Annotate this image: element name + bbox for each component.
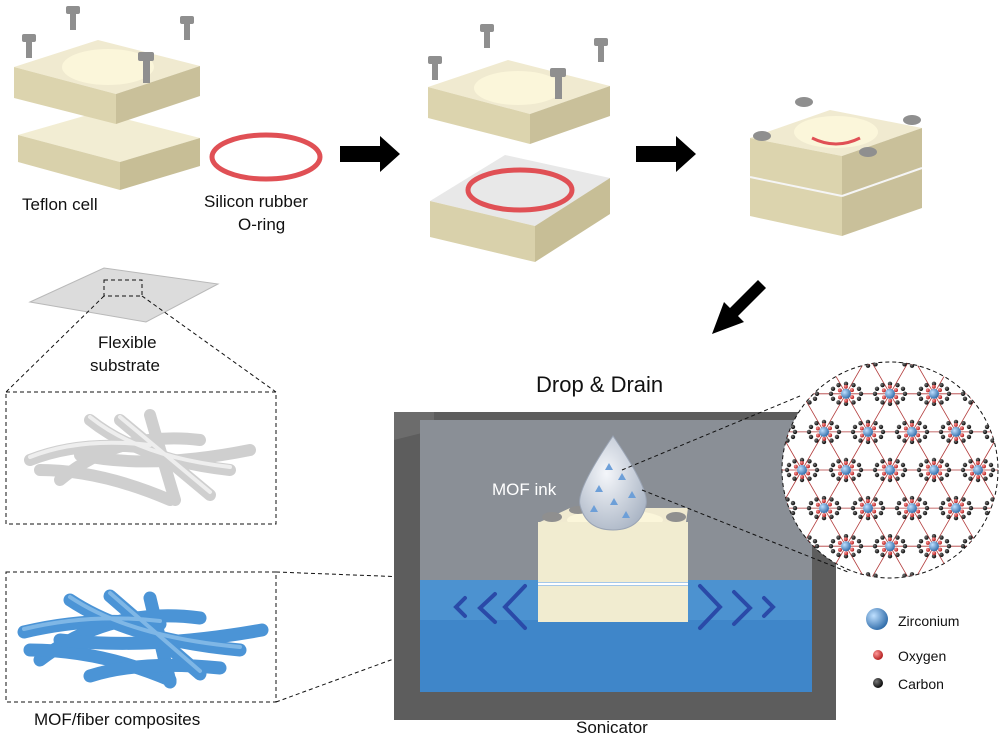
- flexible-label-line1: Flexible: [98, 333, 157, 352]
- drop-drain-title: Drop & Drain: [536, 372, 664, 397]
- legend-carbon-label: Carbon: [898, 676, 944, 692]
- submerged-teflon-cell: [538, 506, 688, 622]
- fiber-zoom-box: [5, 391, 277, 525]
- flexible-substrate: [5, 267, 277, 393]
- legend: [866, 608, 888, 688]
- oring-label-line1: Silicon rubber: [204, 192, 308, 211]
- legend-zirconium-label: Zirconium: [898, 613, 960, 629]
- process-arrow-3: [712, 280, 766, 334]
- flexible-label-line2: substrate: [90, 356, 160, 375]
- teflon-cell-label: Teflon cell: [22, 195, 98, 214]
- zoom-line-bottom: [641, 489, 849, 573]
- legend-oxygen-label: Oxygen: [898, 648, 947, 664]
- oxygen-legend-icon: [873, 650, 883, 660]
- composite-zoom-box: [5, 571, 583, 703]
- silicon-oring: [209, 132, 323, 182]
- composites-label: MOF/fiber composites: [34, 710, 201, 729]
- zirconium-legend-icon: [866, 608, 888, 630]
- process-arrow-2: [636, 136, 696, 172]
- oring-label-line2: O-ring: [238, 215, 286, 234]
- teflon-cell-exploded: [14, 6, 200, 190]
- teflon-cell-assembled: [749, 97, 923, 236]
- teflon-cell-assembly: [428, 24, 610, 262]
- ultrasound-waves: [453, 584, 776, 630]
- sonicator-label: Sonicator: [576, 718, 648, 737]
- mof-ink-label: MOF ink: [492, 480, 557, 499]
- carbon-legend-icon: [873, 678, 883, 688]
- process-arrow-1: [340, 136, 400, 172]
